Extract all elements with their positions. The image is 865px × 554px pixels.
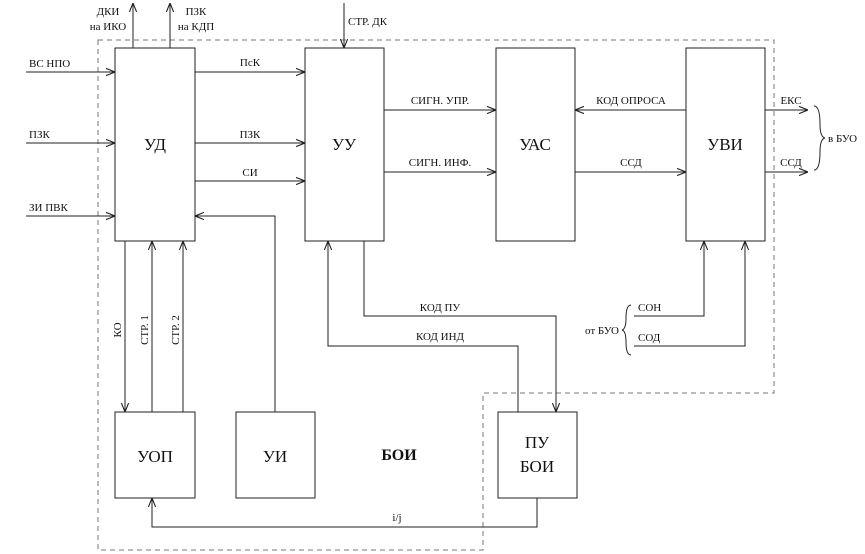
pzk-kdp-label-line1: ПЗК bbox=[186, 6, 207, 18]
sign-inf-label: СИГН. ИНФ. bbox=[409, 157, 472, 169]
kod-oprosa-label: КОД ОПРОСА bbox=[596, 95, 666, 107]
uop-label: УОП bbox=[137, 447, 173, 466]
pu-boi-label-line2: БОИ bbox=[520, 457, 554, 476]
kod-ind-line bbox=[328, 241, 519, 412]
str-dk-label: СТР. ДК bbox=[348, 16, 388, 28]
kod-pu-line bbox=[363, 241, 556, 412]
kod-pu-label: КОД ПУ bbox=[420, 302, 461, 314]
dki-label-line1: ДКИ bbox=[97, 6, 120, 18]
uu-block bbox=[304, 47, 385, 242]
zi-pvk-label: ЗИ ПВК bbox=[29, 202, 68, 214]
str1-label: СТР. 1 bbox=[139, 315, 151, 345]
ui-to-ud-line bbox=[195, 216, 276, 412]
ij-line bbox=[152, 498, 538, 528]
ud-block bbox=[114, 47, 196, 242]
uvi-label: УВИ bbox=[707, 135, 743, 154]
uvi-block bbox=[685, 47, 766, 242]
sod-label: СОД bbox=[638, 332, 661, 344]
sod-line bbox=[634, 241, 745, 347]
uas-label: УАС bbox=[519, 135, 551, 154]
son-label: СОН bbox=[638, 302, 661, 314]
ot-buo-label: от БУО bbox=[585, 325, 619, 337]
v-buo-label: в БУО bbox=[828, 133, 857, 145]
ssd-mid-label: ССД bbox=[620, 157, 642, 169]
ssd-out-label: ССД bbox=[780, 157, 802, 169]
pzk-kdp-label-line2: на КДП bbox=[178, 21, 214, 33]
uop-block bbox=[114, 411, 196, 499]
ij-label: i/j bbox=[392, 512, 401, 524]
pzk-mid-label: ПЗК bbox=[240, 129, 261, 141]
ui-block bbox=[235, 411, 316, 499]
ud-label: УД bbox=[144, 135, 166, 154]
boi-region-label: БОИ bbox=[381, 447, 417, 464]
ko-label: КО bbox=[112, 322, 124, 337]
uu-label: УУ bbox=[332, 135, 357, 154]
son-line bbox=[634, 241, 704, 317]
pzk-in-label: ПЗК bbox=[29, 129, 50, 141]
uas-block bbox=[495, 47, 576, 242]
dki-label-line2: на ИКО bbox=[90, 21, 127, 33]
boi-boundary bbox=[97, 39, 775, 551]
psk-label: ПсК bbox=[240, 57, 261, 69]
ui-label: УИ bbox=[263, 447, 287, 466]
pu-boi-label-line1: ПУ bbox=[525, 433, 550, 452]
str2-label: СТР. 2 bbox=[170, 315, 182, 345]
kod-ind-label: КОД ИНД bbox=[416, 331, 465, 343]
vs-npo-label: ВС НПО bbox=[29, 58, 70, 70]
si-label: СИ bbox=[242, 167, 257, 179]
eks-label: ЕКС bbox=[780, 95, 801, 107]
ot-buo-brace bbox=[621, 304, 632, 356]
v-buo-brace bbox=[813, 105, 826, 171]
sign-upr-label: СИГН. УПР. bbox=[411, 95, 470, 107]
pu-boi-block bbox=[497, 411, 578, 499]
